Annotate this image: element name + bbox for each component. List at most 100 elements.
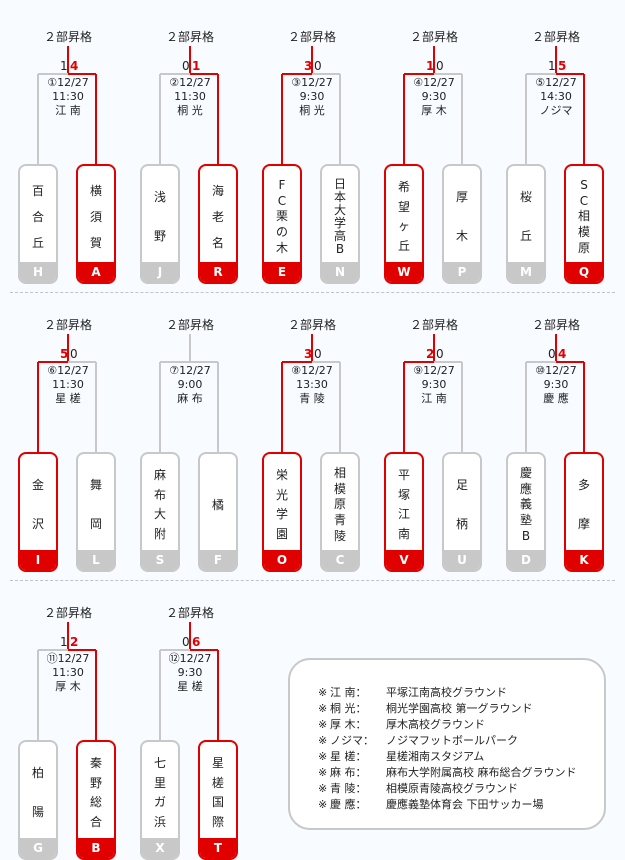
legend-venue-name: 平塚江南高校グラウンド bbox=[386, 686, 507, 699]
match-score: 5 bbox=[558, 59, 567, 73]
promotion-label: ２部昇格 bbox=[43, 30, 92, 44]
team-name-char: 舞 bbox=[89, 478, 102, 492]
team-name-char: 合 bbox=[89, 814, 102, 829]
promotion-label: ２部昇格 bbox=[43, 606, 92, 620]
team-code: Q bbox=[566, 262, 602, 282]
match-score: 5 bbox=[60, 347, 69, 361]
legend-venue-name: 星槎湘南スタジアム bbox=[386, 750, 485, 763]
team-name-char: 附 bbox=[153, 526, 166, 541]
team-name: 星槎国際 bbox=[200, 754, 236, 832]
team-name: 橘 bbox=[200, 466, 236, 544]
team-name-char: 丘 bbox=[519, 229, 532, 243]
match-time: 13:30 bbox=[296, 378, 328, 391]
team-code: V bbox=[386, 550, 422, 570]
team-name-char: 陵 bbox=[333, 528, 346, 543]
team-name: 金沢 bbox=[20, 466, 56, 544]
team-name-char: 国 bbox=[211, 795, 224, 810]
match-score: 3 bbox=[304, 59, 313, 73]
team-name-char: 原 bbox=[333, 497, 346, 512]
match-venue: 桐 光 bbox=[177, 104, 203, 117]
match-number-date: ①12/27 bbox=[47, 76, 89, 89]
team-code: W bbox=[386, 262, 422, 282]
bracket-lines bbox=[281, 334, 341, 452]
team-name: 希望ヶ丘 bbox=[386, 178, 422, 256]
team-name-char: 里 bbox=[153, 775, 166, 790]
match-venue: 江 南 bbox=[421, 392, 447, 405]
bracket-lines bbox=[525, 334, 585, 452]
team-name-char: 木 bbox=[275, 240, 288, 255]
team-name-char: 應 bbox=[519, 481, 532, 496]
match-venue: 江 南 bbox=[55, 104, 81, 117]
match-time: 9:30 bbox=[177, 666, 203, 679]
match-score: 1 bbox=[548, 59, 556, 73]
legend-mark: ※ bbox=[318, 718, 328, 731]
team-code: P bbox=[444, 262, 480, 282]
team-name: 百合丘 bbox=[20, 178, 56, 256]
match-number-date: ⑪12/27 bbox=[46, 652, 90, 665]
team-name: 厚木 bbox=[444, 178, 480, 256]
team-name-char: 塾 bbox=[519, 513, 532, 528]
team-code: M bbox=[508, 262, 544, 282]
team-name-char: 総 bbox=[89, 795, 102, 810]
legend-venue-key: 慶 應： bbox=[330, 798, 367, 811]
team-name-char: 沢 bbox=[31, 517, 44, 531]
match-venue: ノジマ bbox=[539, 104, 573, 117]
match-score: 0 bbox=[548, 347, 556, 361]
team-code: E bbox=[264, 262, 300, 282]
match-venue: 麻 布 bbox=[177, 392, 203, 405]
team-code: A bbox=[78, 262, 114, 282]
match-score: 1 bbox=[60, 635, 68, 649]
team-name-char: 浜 bbox=[153, 814, 166, 829]
match-score: 2 bbox=[70, 635, 79, 649]
team-name-char: B bbox=[335, 242, 345, 256]
match-venue: 慶 應 bbox=[543, 392, 569, 405]
promotion-label: ２部昇格 bbox=[165, 30, 214, 44]
team-name-char: 南 bbox=[397, 526, 410, 541]
team-name-char: 布 bbox=[153, 487, 166, 502]
legend-mark: ※ bbox=[318, 702, 328, 715]
legend-row: ※麻 布：麻布大学附属高校 麻布総合グラウンド bbox=[318, 766, 577, 779]
match-time: 9:00 bbox=[177, 378, 203, 391]
match-score: 0 bbox=[70, 347, 78, 361]
bracket-lines bbox=[159, 622, 219, 740]
match-score: 6 bbox=[192, 635, 201, 649]
match-score: 0 bbox=[436, 347, 444, 361]
team-code: G bbox=[20, 838, 56, 858]
team-code: K bbox=[566, 550, 602, 570]
legend-row: ※桐 光：桐光学園高校 第一グラウンド bbox=[318, 702, 533, 715]
team-name-char: 木 bbox=[455, 229, 468, 243]
legend-venue-key: 桐 光： bbox=[330, 702, 367, 715]
match-time: 9:30 bbox=[543, 378, 569, 391]
team-name-char: 摩 bbox=[577, 517, 590, 531]
team-name-char: S bbox=[580, 178, 588, 193]
team-name-char: 名 bbox=[211, 235, 224, 250]
legend-venue-key: ノジマ： bbox=[330, 734, 374, 747]
match-venue: 星 槎 bbox=[55, 392, 81, 405]
bracket-lines bbox=[159, 46, 219, 164]
team-name-char: 学 bbox=[275, 507, 288, 522]
team-code: S bbox=[142, 550, 178, 570]
team-name-char: 慶 bbox=[519, 466, 532, 481]
match-number-date: ⑧12/27 bbox=[291, 364, 333, 377]
legend-row: ※慶 應：慶應義塾体育会 下田サッカー場 bbox=[318, 798, 544, 811]
promotion-label: ２部昇格 bbox=[409, 30, 458, 44]
